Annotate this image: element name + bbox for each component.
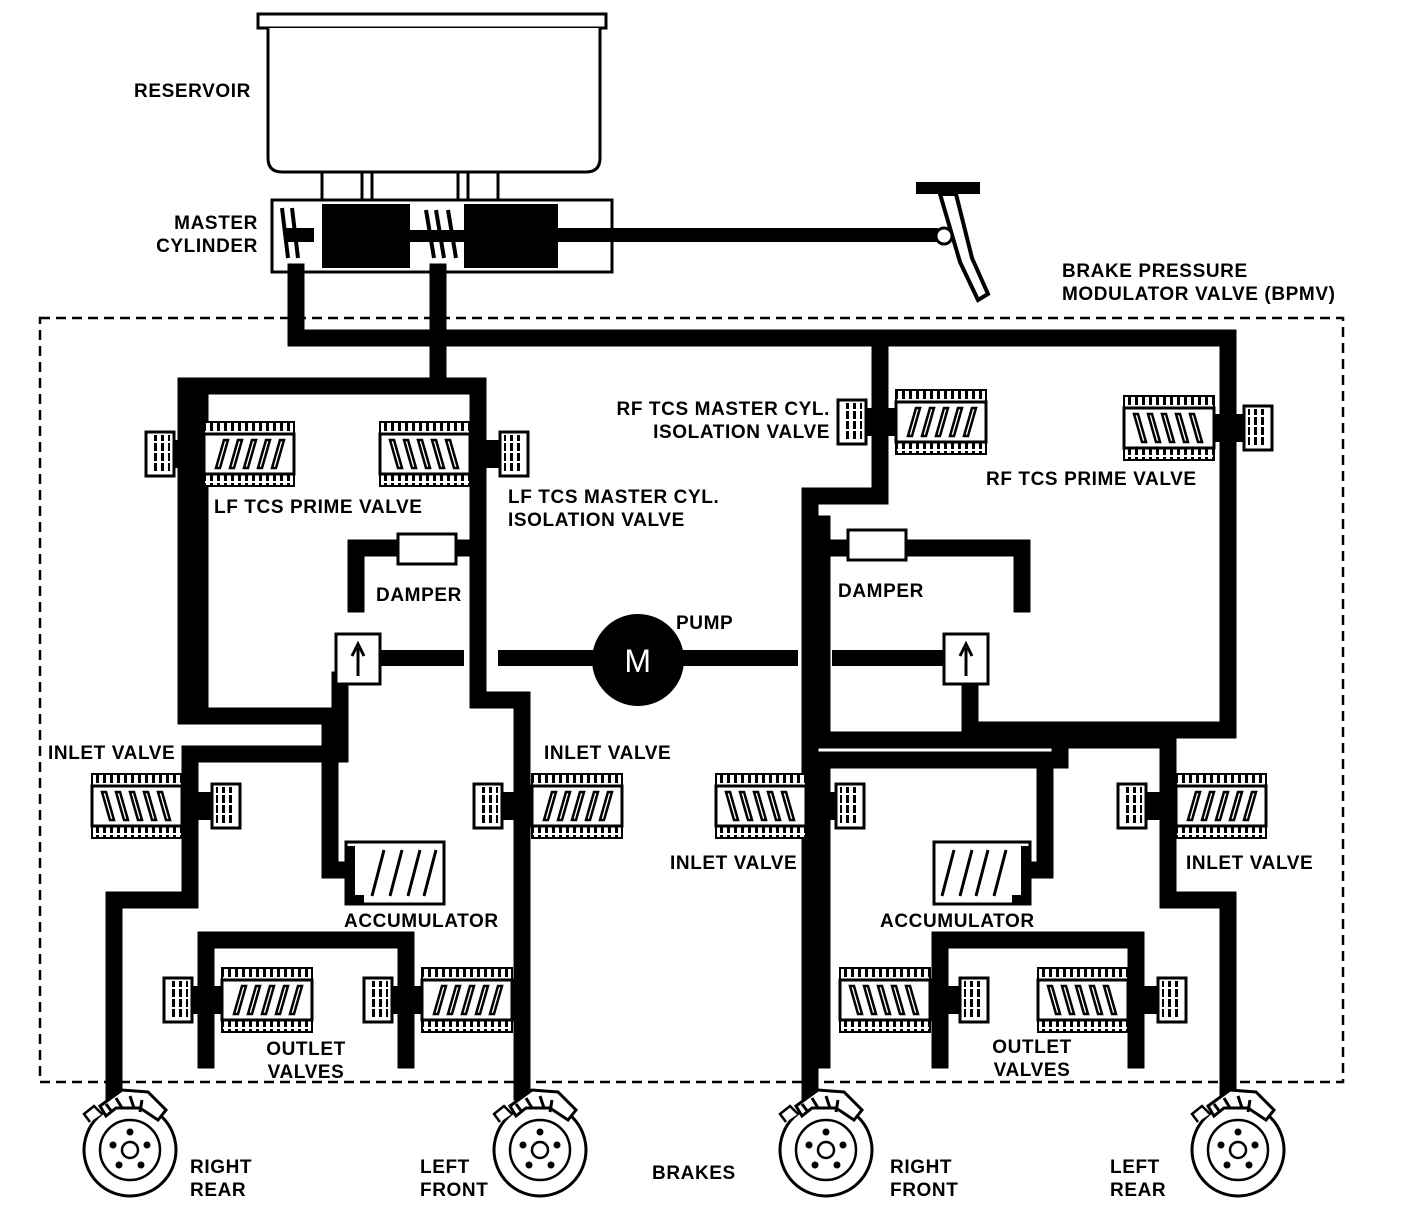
inlet-valve-left-front [472,772,624,840]
inlet-valve-label-1: INLET VALVE [48,743,176,764]
inlet-valve-left-rear [1116,772,1268,840]
master-cylinder-line-1: MASTER [174,213,258,234]
master-cylinder-line-2: CYLINDER [156,236,258,257]
left-front-line-2: FRONT [420,1180,489,1201]
inlet-valve-label-4: INLET VALVE [1186,853,1314,874]
bpmv-boundary [38,316,1345,1084]
right-rear-label: RIGHT REAR [190,1156,252,1202]
master-cylinder [270,198,938,274]
left-rear-label: LEFT REAR [1110,1156,1166,1202]
rf-tcs-isolation-valve [836,388,988,456]
left-rear-line-1: LEFT [1110,1157,1160,1178]
outlet-valve-2 [362,966,514,1034]
brakes-label: BRAKES [652,1163,736,1184]
damper-left [396,532,458,566]
inlet-valve-right-rear [90,772,242,840]
accumulator-right [932,840,1032,906]
outlet-right-line-1: OUTLET [992,1037,1072,1058]
right-rear-line-1: RIGHT [190,1157,253,1178]
outlet-valve-4 [1036,966,1188,1034]
accumulator-left-label: ACCUMULATOR [344,911,499,932]
brake-right-front [778,1088,874,1198]
outlet-valves-right-label: OUTLET VALVES [982,1036,1082,1082]
brake-left-rear [1190,1088,1286,1198]
rf-isolation-label: RF TCS MASTER CYL. ISOLATION VALVE [586,398,830,444]
pump-motor [380,614,944,706]
lf-tcs-isolation-valve [378,420,530,488]
pump-check-right [942,632,990,686]
damper-right [846,528,908,562]
master-cylinder-label: MASTER CYLINDER [136,212,258,258]
bpmv-line-1: BRAKE PRESSURE [1062,261,1248,282]
lf-isolation-line-1: LF TCS MASTER CYL. [508,487,720,508]
outlet-valve-3 [838,966,990,1034]
rf-isolation-line-1: RF TCS MASTER CYL. [616,399,830,420]
outlet-valve-1 [162,966,314,1034]
right-rear-line-2: REAR [190,1180,247,1201]
rf-prime-label: RF TCS PRIME VALVE [986,469,1197,490]
outlet-left-line-1: OUTLET [266,1039,346,1060]
inlet-valve-right-front [714,772,866,840]
left-front-label: LEFT FRONT [420,1156,488,1202]
lf-tcs-prime-valve [144,420,296,488]
rf-tcs-prime-valve [1122,394,1274,462]
lf-isolation-label: LF TCS MASTER CYL. ISOLATION VALVE [508,486,719,532]
pump-check-left [334,632,382,686]
lf-prime-label: LF TCS PRIME VALVE [214,497,423,518]
reservoir [256,12,608,202]
pump-label: PUMP [676,613,734,634]
bpmv-label: BRAKE PRESSURE MODULATOR VALVE (BPMV) [1062,260,1336,306]
brake-pedal [916,182,991,303]
accumulator-right-label: ACCUMULATOR [880,911,1035,932]
inlet-valve-label-2: INLET VALVE [544,743,672,764]
motor-label: M [624,643,652,679]
left-front-line-1: LEFT [420,1157,470,1178]
inlet-valve-label-3: INLET VALVE [670,853,798,874]
outlet-left-line-2: VALVES [267,1062,345,1083]
bpmv-line-2: MODULATOR VALVE (BPMV) [1062,284,1336,305]
rf-isolation-line-2: ISOLATION VALVE [653,422,830,443]
brake-right-rear [82,1088,178,1198]
right-front-line-1: RIGHT [890,1157,953,1178]
damper-left-label: DAMPER [376,585,462,606]
lf-isolation-line-2: ISOLATION VALVE [508,510,685,531]
outlet-valves-left-label: OUTLET VALVES [256,1038,356,1084]
outlet-right-line-2: VALVES [993,1060,1071,1081]
brake-left-front [492,1088,588,1198]
right-front-line-2: FRONT [890,1180,959,1201]
accumulator-left [344,840,446,906]
left-rear-line-2: REAR [1110,1180,1167,1201]
reservoir-label: RESERVOIR [134,81,251,102]
damper-right-label: DAMPER [838,581,924,602]
right-front-label: RIGHT FRONT [890,1156,958,1202]
